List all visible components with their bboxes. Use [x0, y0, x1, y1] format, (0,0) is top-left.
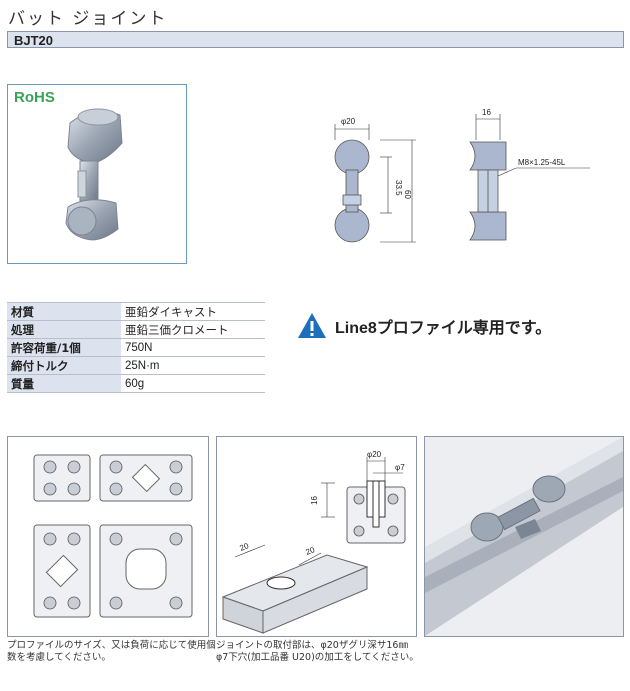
warning-icon [298, 313, 326, 338]
caption-left: プロファイルのサイズ、又は負荷に応じて使用個 数を考慮してください。 [7, 640, 216, 663]
model-bar: BJT20 [7, 31, 624, 48]
dim-20-a: 20 [238, 541, 250, 553]
profile-usage-diagram [33, 454, 193, 618]
dim-16: 16 [482, 108, 491, 117]
panel-machining: φ20 φ7 16 20 20 [216, 436, 417, 637]
warning-note: Line8プロファイル専用です。 [297, 312, 551, 339]
panel-profile-usage [7, 436, 209, 637]
panel-installed-photo [424, 436, 624, 637]
dim-phi20-b: φ20 [367, 450, 382, 459]
dim-phi20: φ20 [341, 117, 356, 126]
dim-33-5: 33.5 [394, 180, 403, 196]
installed-photo [425, 437, 623, 636]
dim-thread: M8×1.25-45L [518, 158, 566, 167]
dim-16-b: 16 [310, 496, 319, 505]
technical-drawing: φ20 33.5 60 16 M8×1.25-45L [334, 108, 590, 243]
dim-60: 60 [403, 190, 412, 199]
table-row: 処理亜鉛三価クロメート [7, 320, 265, 339]
dim-20-b: 20 [304, 545, 316, 557]
rohs-logo: RoHS [14, 89, 55, 106]
page-title: バット ジョイント [8, 9, 168, 29]
product-photo [65, 108, 123, 241]
dim-phi7: φ7 [395, 463, 405, 472]
machining-diagram: φ20 φ7 16 20 20 [221, 450, 406, 634]
product-photo-box: RoHS [7, 84, 187, 264]
warning-text: Line8プロファイル専用です。 [335, 319, 552, 337]
caption-middle: ジョイントの取付部は、φ20ザグリ深サ16㎜ φ7下穴(加工品番 U20)の加工… [216, 640, 419, 663]
table-row: 材質亜鉛ダイキャスト [7, 302, 265, 321]
